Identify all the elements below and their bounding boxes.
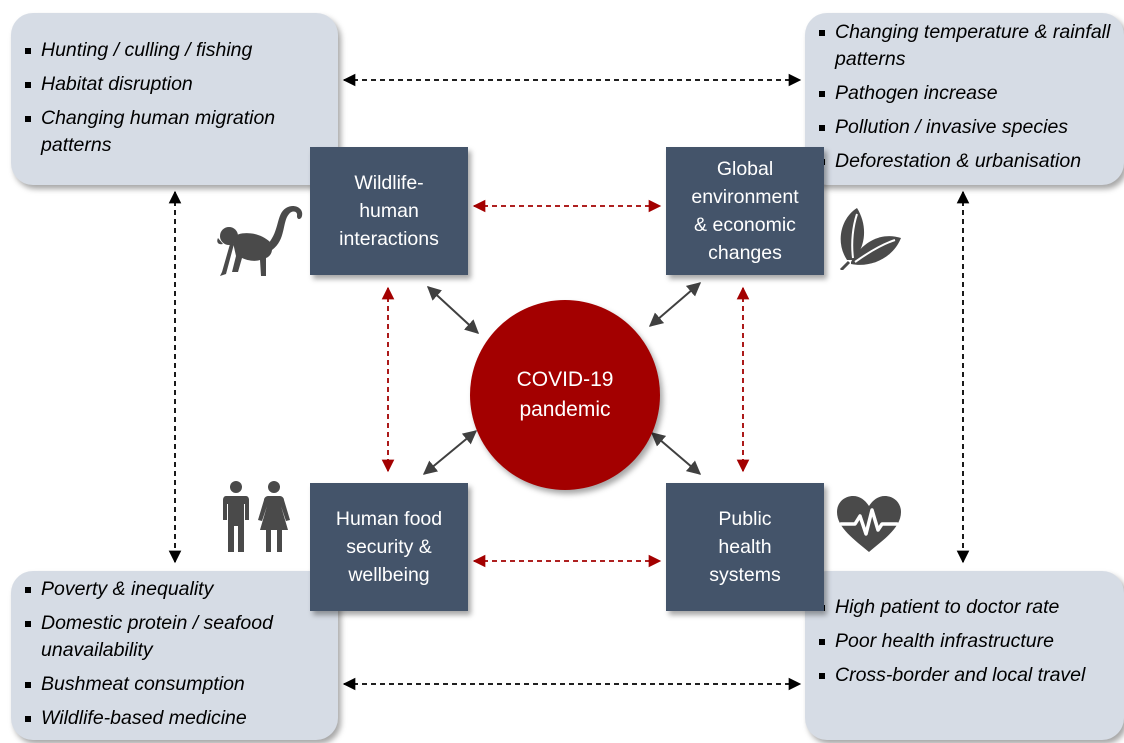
node-human-food-security: Human food security & wellbeing — [310, 483, 468, 611]
node-wildlife-human-interactions: Wildlife- human interactions — [310, 147, 468, 275]
list-item: Pathogen increase — [817, 80, 1118, 107]
arrow-center-global — [648, 282, 702, 327]
panel-bottom-left-list: Poverty & inequality Domestic protein / … — [23, 576, 326, 732]
leaf-icon — [839, 208, 901, 270]
arrow-center-health — [650, 432, 702, 475]
arrow-center-wildlife — [426, 286, 480, 334]
list-item: Poor health infrastructure — [817, 628, 1118, 655]
heart-icon — [837, 496, 901, 552]
panel-top-left: Hunting / culling / fishing Habitat disr… — [11, 13, 338, 185]
panel-top-right-list: Changing temperature & rainfall patterns… — [817, 19, 1118, 175]
list-item: Hunting / culling / fishing — [23, 37, 326, 64]
list-item: Habitat disruption — [23, 71, 326, 98]
monkey-icon — [217, 205, 303, 276]
node-public-health-systems: Public health systems — [666, 483, 824, 611]
panel-bottom-right: High patient to doctor rate Poor health … — [805, 571, 1124, 740]
list-item: Poverty & inequality — [23, 576, 326, 603]
list-item: Domestic protein / seafood unavailabilit… — [23, 610, 326, 664]
list-item: Pollution / invasive species — [817, 114, 1118, 141]
list-item: Changing temperature & rainfall patterns — [817, 19, 1118, 73]
list-item: Deforestation & urbanisation — [817, 148, 1118, 175]
people-icon — [223, 481, 290, 552]
list-item: Changing human migration patterns — [23, 105, 326, 159]
center-covid-circle: COVID-19 pandemic — [470, 300, 660, 490]
list-item: Wildlife-based medicine — [23, 705, 326, 732]
panel-top-left-list: Hunting / culling / fishing Habitat disr… — [23, 37, 326, 159]
panel-top-right: Changing temperature & rainfall patterns… — [805, 13, 1124, 185]
arrow-center-food — [422, 430, 478, 475]
list-item: High patient to doctor rate — [817, 594, 1118, 621]
node-global-environment-changes: Global environment & economic changes — [666, 147, 824, 275]
list-item: Cross-border and local travel — [817, 662, 1118, 689]
panel-bottom-left: Poverty & inequality Domestic protein / … — [11, 571, 338, 740]
list-item: Bushmeat consumption — [23, 671, 326, 698]
panel-bottom-right-list: High patient to doctor rate Poor health … — [817, 594, 1118, 689]
